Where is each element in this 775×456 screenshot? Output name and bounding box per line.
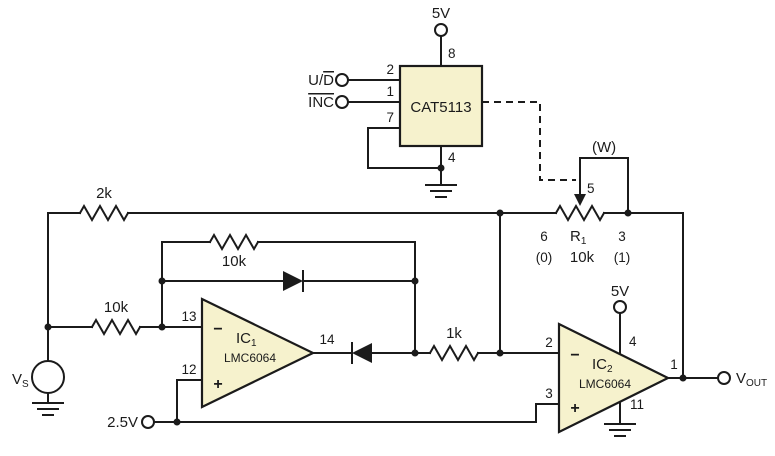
ground-symbol-vs bbox=[32, 402, 64, 416]
diode-feedback-triangle bbox=[283, 271, 303, 291]
pin-label-11-ic2: 11 bbox=[630, 397, 644, 412]
junction-dot bbox=[624, 209, 632, 217]
label-pot-1: (1) bbox=[614, 250, 631, 265]
ic1-plus-sign: + bbox=[213, 376, 222, 393]
junction-dots bbox=[44, 164, 687, 426]
label-pot-0: (0) bbox=[536, 250, 553, 265]
pin-label-13: 13 bbox=[181, 309, 196, 324]
diode-output-triangle bbox=[352, 343, 372, 363]
label-r1-value: 10k bbox=[570, 249, 595, 266]
pin-label-1-ic2: 1 bbox=[670, 357, 678, 372]
terminal-5v-ic2 bbox=[613, 300, 627, 314]
label-vs: VS bbox=[12, 371, 29, 390]
pin-label-5: 5 bbox=[587, 181, 595, 196]
pin-label-4: 4 bbox=[448, 150, 456, 165]
diode-output bbox=[351, 342, 372, 364]
junction-dot bbox=[158, 323, 166, 331]
resistor-10k-feedback bbox=[208, 232, 260, 252]
junction-dot bbox=[496, 349, 504, 357]
opamp-ic1-body bbox=[200, 297, 316, 409]
circuit-wires bbox=[47, 35, 719, 425]
dashed-control-wire bbox=[482, 101, 576, 181]
ic2-plus-sign: + bbox=[570, 400, 579, 417]
junction-dot bbox=[411, 349, 419, 357]
label-2v5: 2.5V bbox=[107, 414, 138, 431]
wiper-arrow-icon bbox=[574, 194, 586, 206]
resistor-2k bbox=[78, 203, 130, 223]
pin-label-3-pot: 3 bbox=[618, 229, 626, 244]
label-inc: INC bbox=[308, 94, 334, 111]
label-ic1: IC1 bbox=[236, 330, 257, 349]
terminal-2v5 bbox=[141, 415, 155, 429]
label-wiper-w: (W) bbox=[592, 139, 616, 156]
label-2k: 2k bbox=[96, 185, 112, 202]
terminal-5v-top bbox=[434, 23, 448, 37]
junction-dot bbox=[44, 323, 52, 331]
pin-label-2-ic2: 2 bbox=[545, 335, 553, 350]
source-vs-circle bbox=[31, 360, 65, 394]
junction-dot bbox=[496, 209, 504, 217]
diode-feedback bbox=[283, 270, 304, 292]
pin-label-7: 7 bbox=[386, 110, 394, 125]
label-5v-top: 5V bbox=[432, 5, 450, 22]
label-5v-ic2: 5V bbox=[611, 283, 629, 300]
cat5113-ic-body bbox=[398, 64, 484, 148]
label-vout: VOUT bbox=[736, 370, 767, 389]
label-10k-fb: 10k bbox=[222, 253, 247, 270]
ground-symbol-cat5113 bbox=[425, 184, 457, 198]
pin-label-14: 14 bbox=[319, 332, 335, 347]
pin-label-2: 2 bbox=[386, 62, 394, 77]
cat5113-label: CAT5113 bbox=[410, 99, 471, 116]
potentiometer-r1-body bbox=[554, 203, 606, 223]
pin-label-1: 1 bbox=[386, 84, 394, 99]
pin-label-8: 8 bbox=[448, 46, 456, 61]
opamp-ic2-body bbox=[557, 322, 671, 434]
label-up-down: U/D bbox=[308, 72, 334, 89]
ic2-minus-sign: − bbox=[570, 347, 579, 364]
junction-dot bbox=[173, 418, 181, 426]
resistor-1k bbox=[428, 343, 480, 363]
label-ic1-part: LMC6064 bbox=[224, 351, 276, 365]
junction-dot bbox=[158, 277, 166, 285]
label-10k-in: 10k bbox=[104, 299, 129, 316]
label-ic2: IC2 bbox=[592, 356, 613, 375]
terminal-up-down bbox=[335, 73, 349, 87]
label-ic2-part: LMC6064 bbox=[579, 377, 631, 391]
pin-label-12: 12 bbox=[181, 362, 196, 377]
junction-dot bbox=[411, 277, 419, 285]
pin-label-3-ic2: 3 bbox=[545, 386, 553, 401]
ground-symbol-ic2 bbox=[604, 423, 636, 437]
label-r1: R1 bbox=[570, 228, 587, 247]
terminal-vout bbox=[717, 371, 731, 385]
terminal-inc bbox=[335, 95, 349, 109]
pin-label-4-ic2: 4 bbox=[629, 334, 637, 349]
resistor-10k-input bbox=[90, 317, 142, 337]
junction-dot bbox=[437, 164, 445, 172]
junction-dot bbox=[679, 374, 687, 382]
pin-label-6: 6 bbox=[540, 229, 548, 244]
ic1-minus-sign: − bbox=[213, 321, 222, 338]
label-1k: 1k bbox=[446, 325, 462, 342]
